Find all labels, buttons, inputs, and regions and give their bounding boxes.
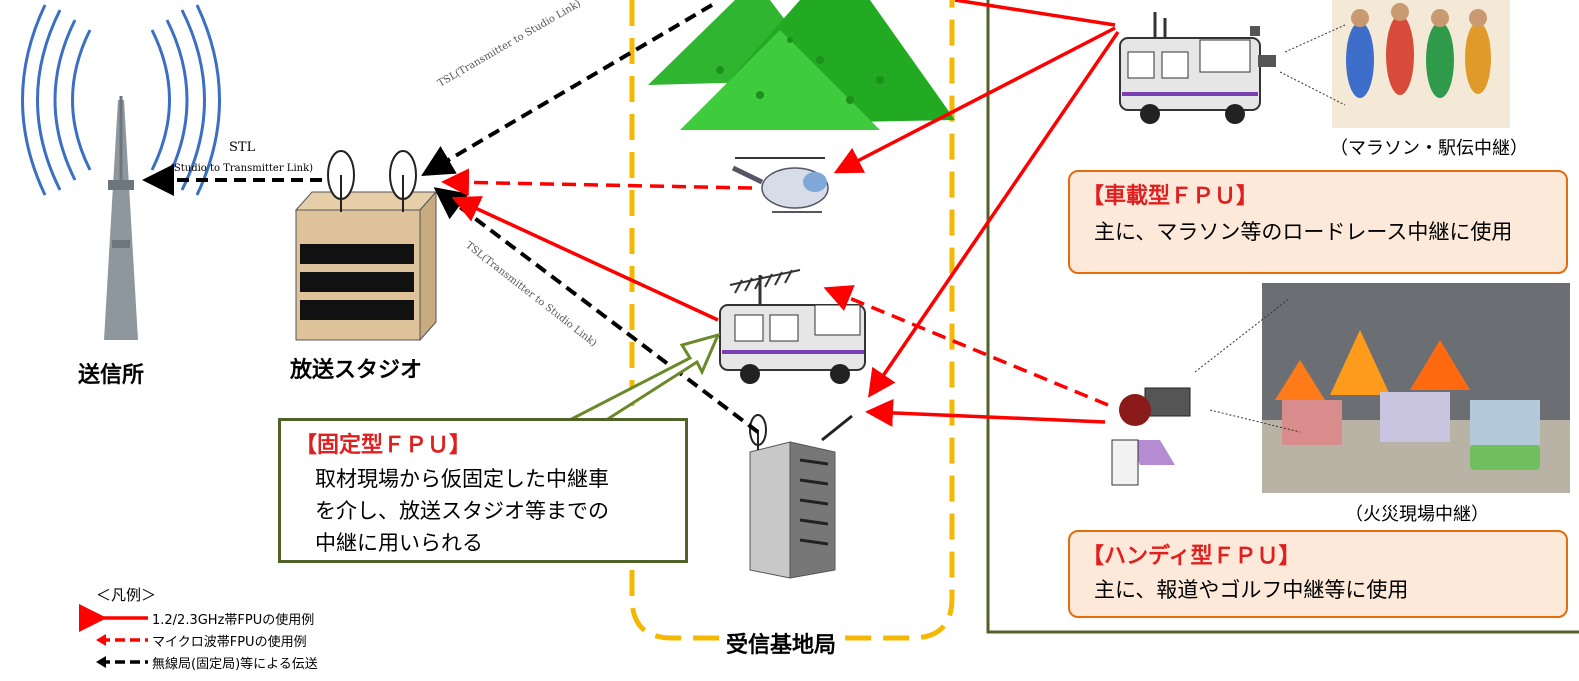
helicopter-icon (731, 157, 829, 213)
ob-van-icon (1119, 12, 1276, 124)
fire-scene-photo (1262, 283, 1570, 493)
red-link-camera-to-building (865, 398, 1106, 427)
fixed-fpu-box: 【固定型ＦＰＵ】 取材現場から仮固定した中継車 を介し、放送スタジオ等までの 中… (278, 418, 688, 563)
receiving-base-label: 受信基地局 (720, 627, 843, 659)
handy-fpu-title: 【ハンディ型ＦＰＵ】 (1082, 544, 1301, 569)
red-link-obvan-to-building (868, 31, 1120, 398)
tsl-lower-link (433, 187, 760, 434)
handy-fpu-callout: 【ハンディ型ＦＰＵ】 主に、報道やゴルフ中継等に使用 (1068, 530, 1568, 618)
red-dashed-camera-to-truck (823, 285, 1109, 407)
handy-fpu-desc: 主に、報道やゴルフ中継等に使用 (1094, 578, 1409, 602)
legend-item-dashed-black-label: 無線局(固定局)等による伝送 (152, 657, 318, 672)
studio-dish-right-icon (389, 150, 417, 212)
mountain-illustration (648, 0, 955, 130)
receiving-building-icon (749, 414, 853, 579)
ob-van-to-photo-line-1 (1284, 24, 1346, 53)
legend-dashed-black-line (96, 656, 148, 668)
stl-sub-label: (Studio to Transmitter Link) (170, 163, 314, 174)
legend-item-solid-red-label: 1.2/2.3GHz帯FPUの使用例 (152, 613, 315, 628)
handheld-camera-icon (1111, 387, 1191, 486)
studio-dish-left-icon (327, 150, 355, 212)
vehicle-fpu-title: 【車載型ＦＰＵ】 (1082, 184, 1259, 209)
red-link-obvan-to-helicopter (833, 26, 1116, 174)
vehicle-fpu-callout: 【車載型ＦＰＵ】 主に、マラソン等のロードレース中継に使用 (1068, 170, 1568, 274)
fire-caption: （火災現場中継） (1345, 504, 1489, 525)
broadcast-studio-icon (294, 190, 438, 342)
red-link-obvan-to-mountain (954, 0, 1116, 27)
service-area-frame (986, 0, 1579, 634)
transmitter-tower-icon (21, 4, 221, 340)
vehicle-fpu-desc: 主に、マラソン等のロードレース中継に使用 (1094, 220, 1513, 244)
fixed-fpu-line-1: 取材現場から仮固定した中継車 (315, 467, 609, 491)
fixed-fpu-title: 【固定型ＦＰＵ】 (295, 433, 472, 458)
camera-to-fire-line-2 (1209, 409, 1301, 433)
red-dashed-helicopter-to-studio (441, 168, 753, 197)
legend-item-dashed-red-label: マイクロ波帯FPUの使用例 (152, 635, 307, 650)
relay-truck-icon (719, 269, 866, 384)
camera-to-fire-line-1 (1194, 297, 1291, 373)
red-link-truck-to-studio (451, 196, 719, 322)
marathon-photo (1332, 0, 1510, 128)
stl-title-label: STL (229, 140, 256, 155)
legend-dashed-red-line (96, 634, 148, 646)
studio-label: 放送スタジオ (290, 358, 423, 383)
tsl-upper-link (421, 3, 714, 177)
ob-van-to-photo-line-2 (1279, 71, 1346, 106)
fixed-fpu-line-2: を介し、放送スタジオ等までの (315, 499, 609, 523)
legend-title: ＜凡例＞ (96, 586, 157, 604)
transmitter-label: 送信所 (78, 363, 145, 388)
marathon-caption: （マラソン・駅伝中継） (1330, 138, 1528, 159)
fixed-fpu-line-3: 中継に用いられる (315, 531, 483, 555)
